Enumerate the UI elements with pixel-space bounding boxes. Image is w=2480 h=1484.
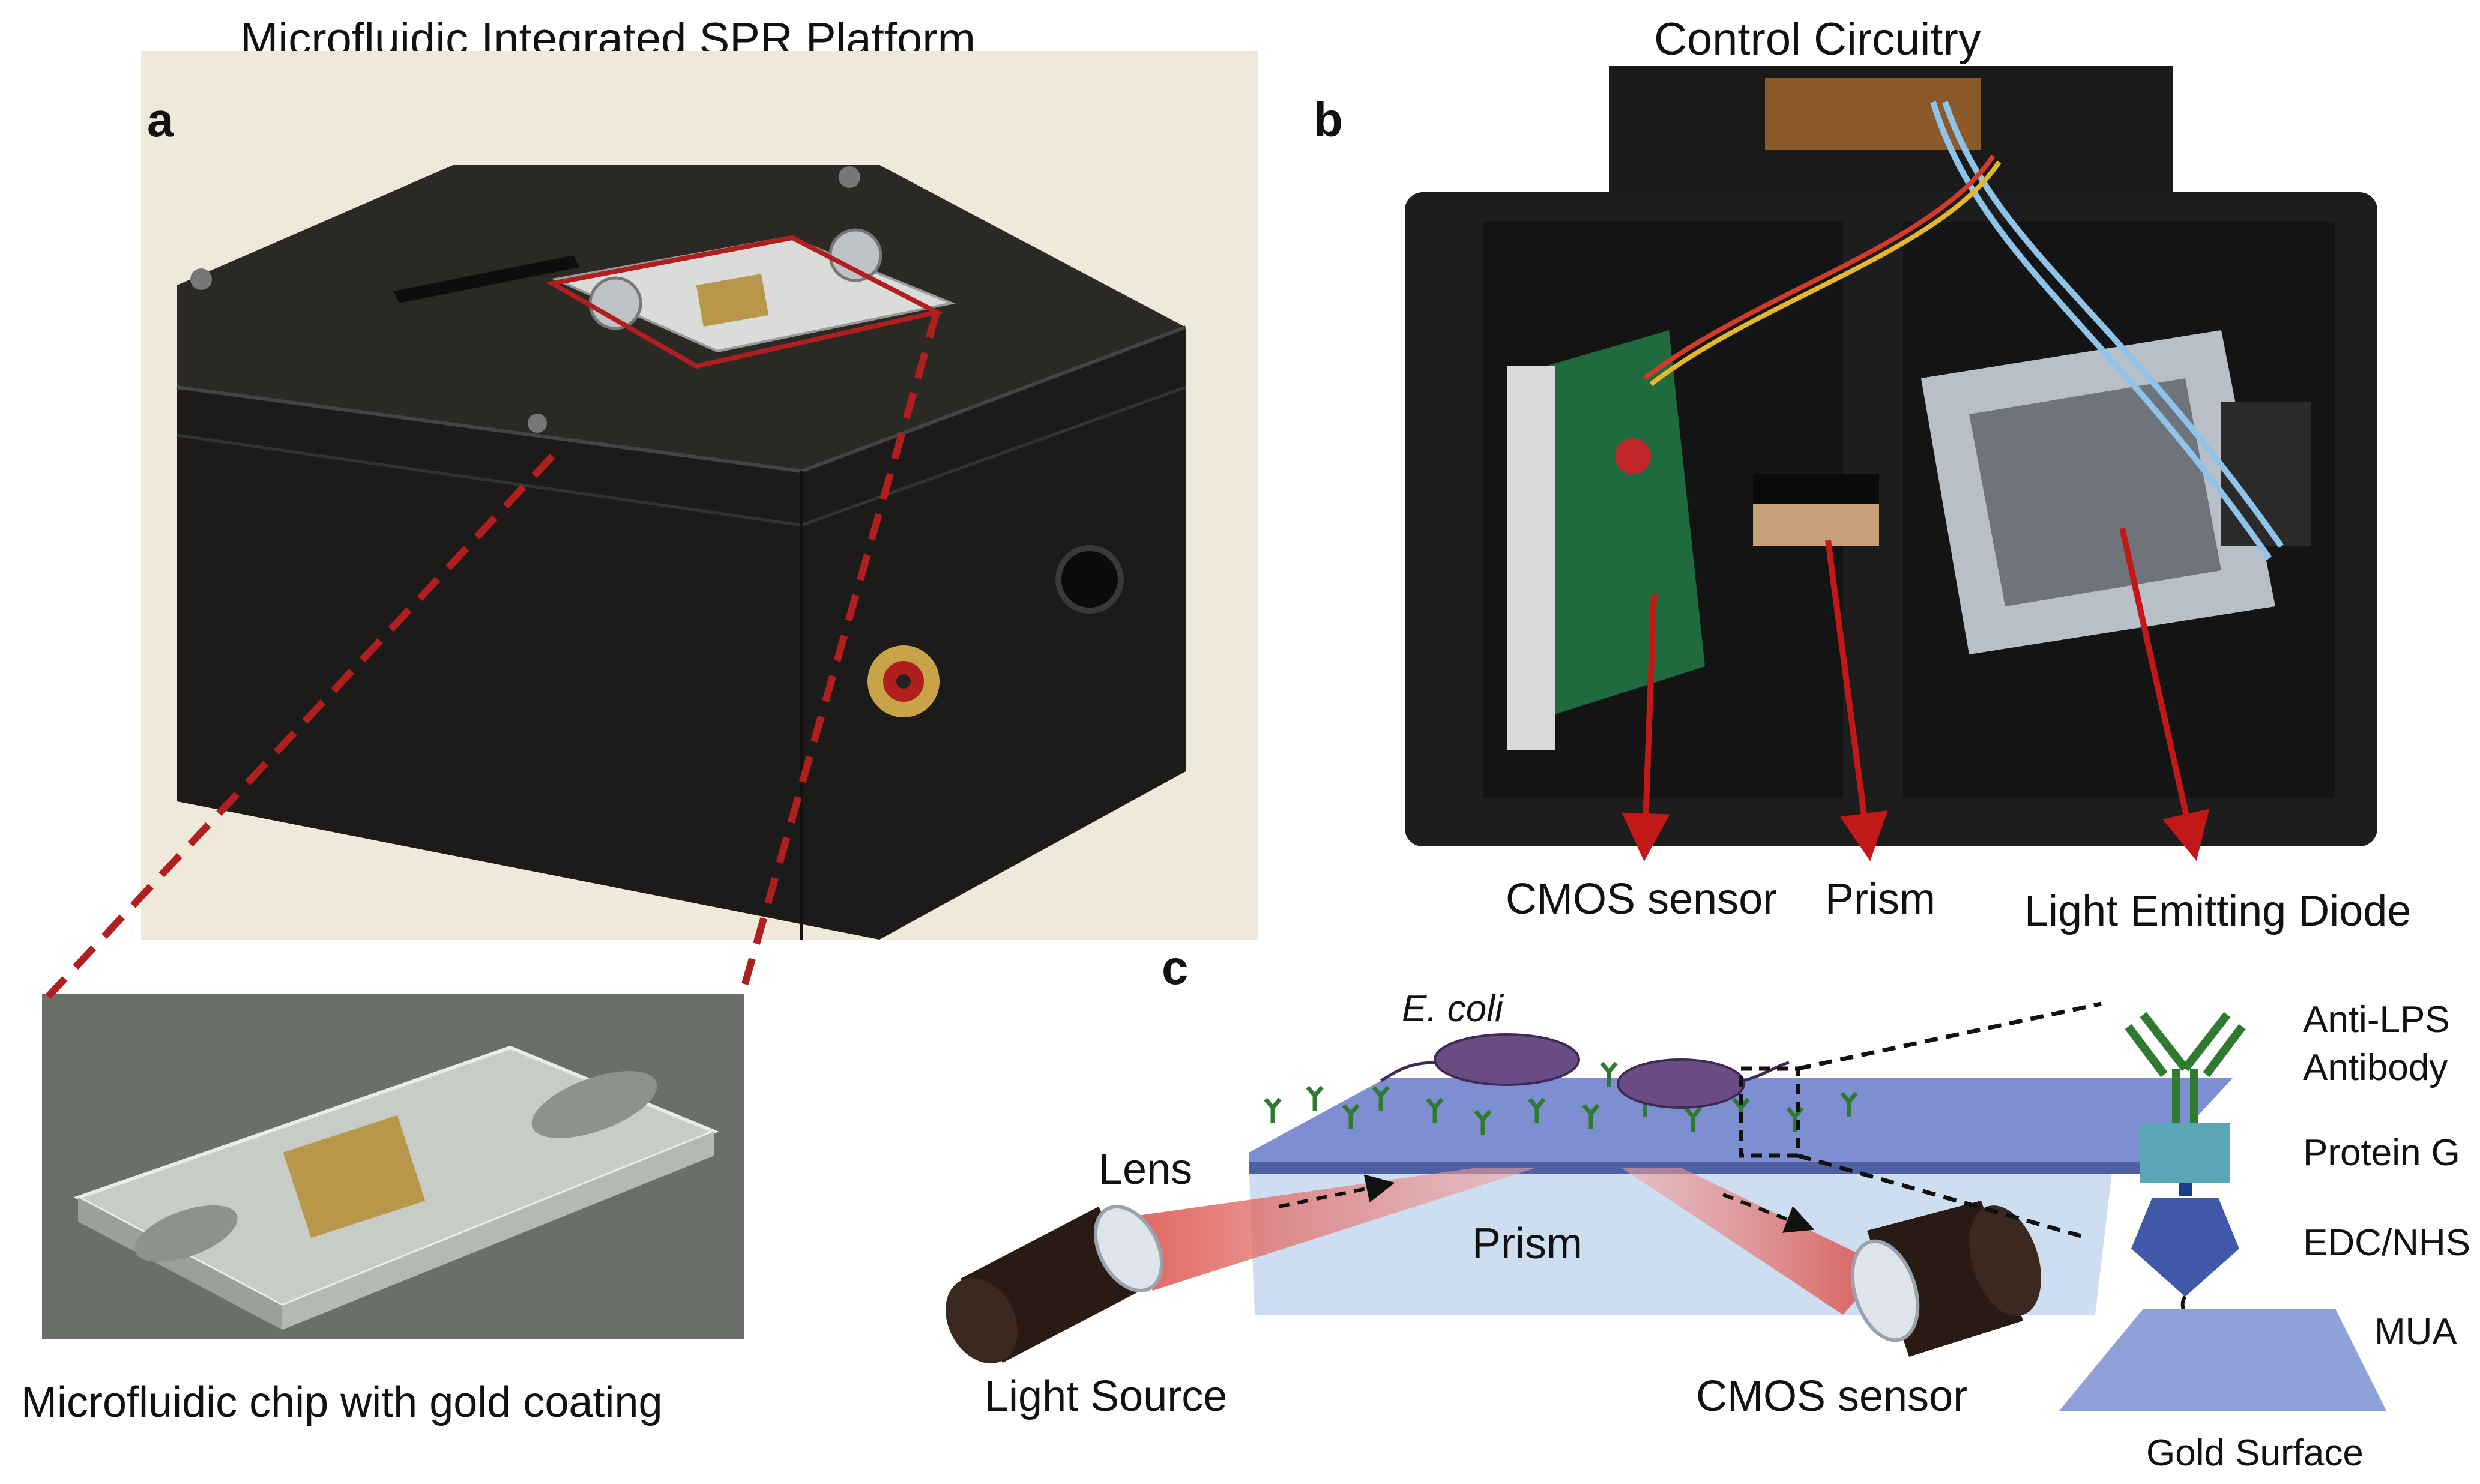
- label-protein-g: Protein G: [2303, 1132, 2460, 1174]
- label-gold-surface: Gold Surface: [2146, 1432, 2364, 1474]
- stack-antibody: [2125, 1012, 2246, 1126]
- incident-beam: [1117, 1168, 1537, 1291]
- label-cmos-sensor-c: CMOS sensor: [1696, 1372, 1968, 1420]
- label-prism-b: Prism: [1825, 875, 1935, 923]
- antibody-array: [1264, 1061, 1858, 1135]
- zoom-line-top: [1797, 1001, 2102, 1071]
- panel-b-letter: b: [1314, 93, 1343, 146]
- panel-a-letter: a: [147, 93, 174, 146]
- panel-b-title: Control Circuitry: [1654, 14, 1981, 65]
- ecoli-bacterium-1: [1380, 1033, 1580, 1086]
- label-led-b: Light Emitting Diode: [2024, 887, 2412, 935]
- label-cmos-sensor-b: CMOS sensor: [1506, 875, 1778, 923]
- chip-inset-caption: Microfluidic chip with gold coating: [21, 1378, 663, 1426]
- reflected-dash: [1722, 1193, 1815, 1233]
- stack-gold-surface: [2059, 1309, 2386, 1411]
- reflected-beam: [1621, 1168, 1885, 1315]
- label-ecoli: E. coli: [1402, 988, 1503, 1030]
- stack-edc-nhs: [2131, 1198, 2239, 1297]
- cmos-camera: [1850, 1201, 2041, 1357]
- label-light-source: Light Source: [985, 1372, 1228, 1420]
- label-edc-nhs: EDC/NHS: [2303, 1222, 2471, 1264]
- incident-dash: [1278, 1174, 1395, 1208]
- label-lens: Lens: [1099, 1145, 1193, 1193]
- chip-inset-photo: [42, 994, 744, 1339]
- zoom-line-bottom: [1797, 1153, 2084, 1239]
- panel-c-letter: c: [1162, 941, 1189, 994]
- label-anti-lps-line1: Anti-LPS: [2303, 999, 2450, 1040]
- label-prism-c: Prism: [1472, 1220, 1582, 1268]
- label-mua: MUA: [2374, 1311, 2457, 1353]
- ecoli-bacterium-2: [1617, 1058, 1790, 1109]
- stack-protein-g: [2140, 1123, 2230, 1183]
- light-source: [946, 1205, 1164, 1364]
- zoom-box: [1739, 1066, 1800, 1158]
- label-anti-lps-line2: Antibody: [2303, 1047, 2448, 1088]
